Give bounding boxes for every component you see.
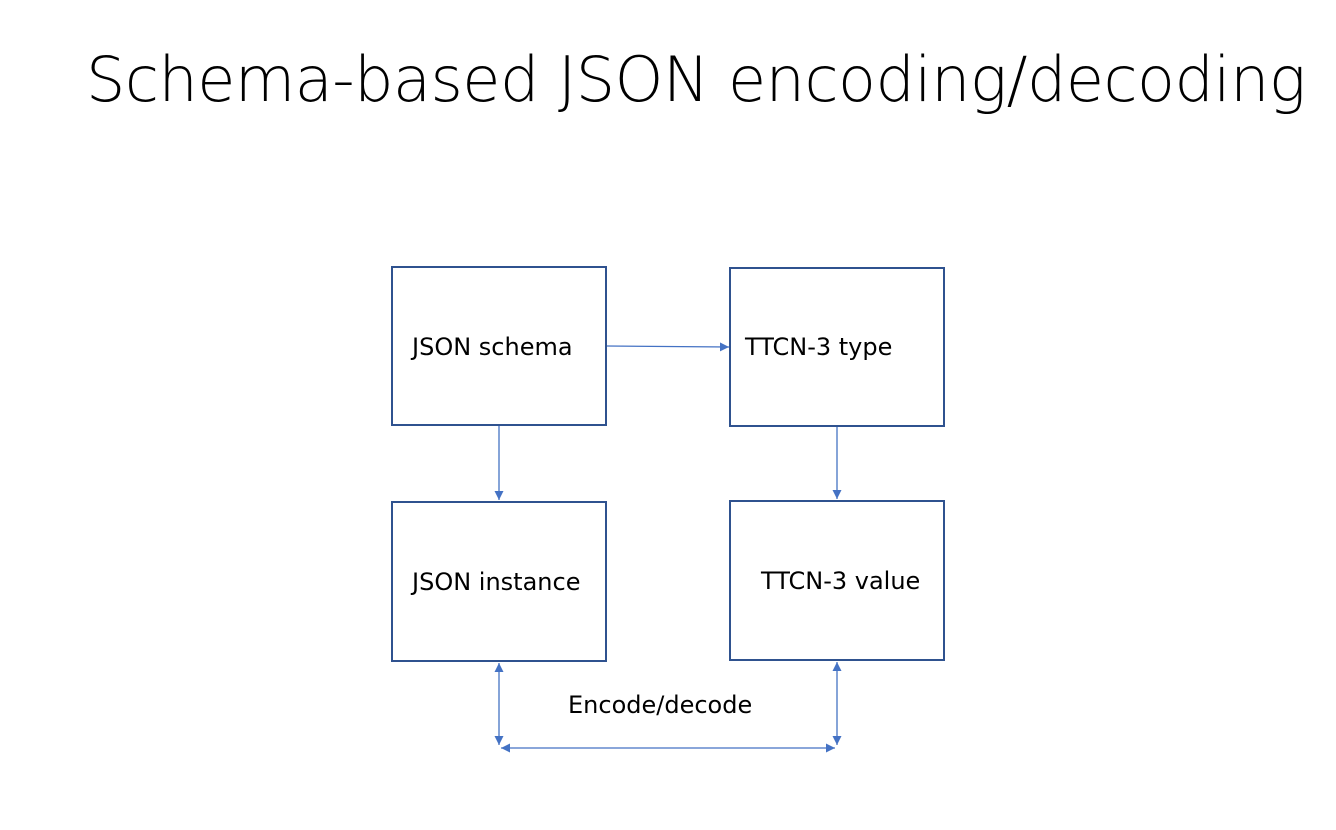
arrow-schema-to-type	[606, 342, 730, 352]
edge-label-encode-decode: Encode/decode	[568, 691, 753, 719]
node-ttcn3-type: TTCN-3 type	[729, 267, 945, 427]
node-json-schema: JSON schema	[391, 266, 607, 426]
node-json-instance: JSON instance	[391, 501, 607, 662]
node-ttcn3-value: TTCN-3 value	[729, 500, 945, 661]
node-label: JSON schema	[412, 333, 573, 361]
node-label: JSON instance	[412, 568, 581, 596]
slide-title: Schema-based JSON encoding/decoding	[86, 43, 1306, 116]
node-label: TTCN-3 type	[745, 333, 893, 361]
node-label: TTCN-3 value	[761, 567, 921, 595]
